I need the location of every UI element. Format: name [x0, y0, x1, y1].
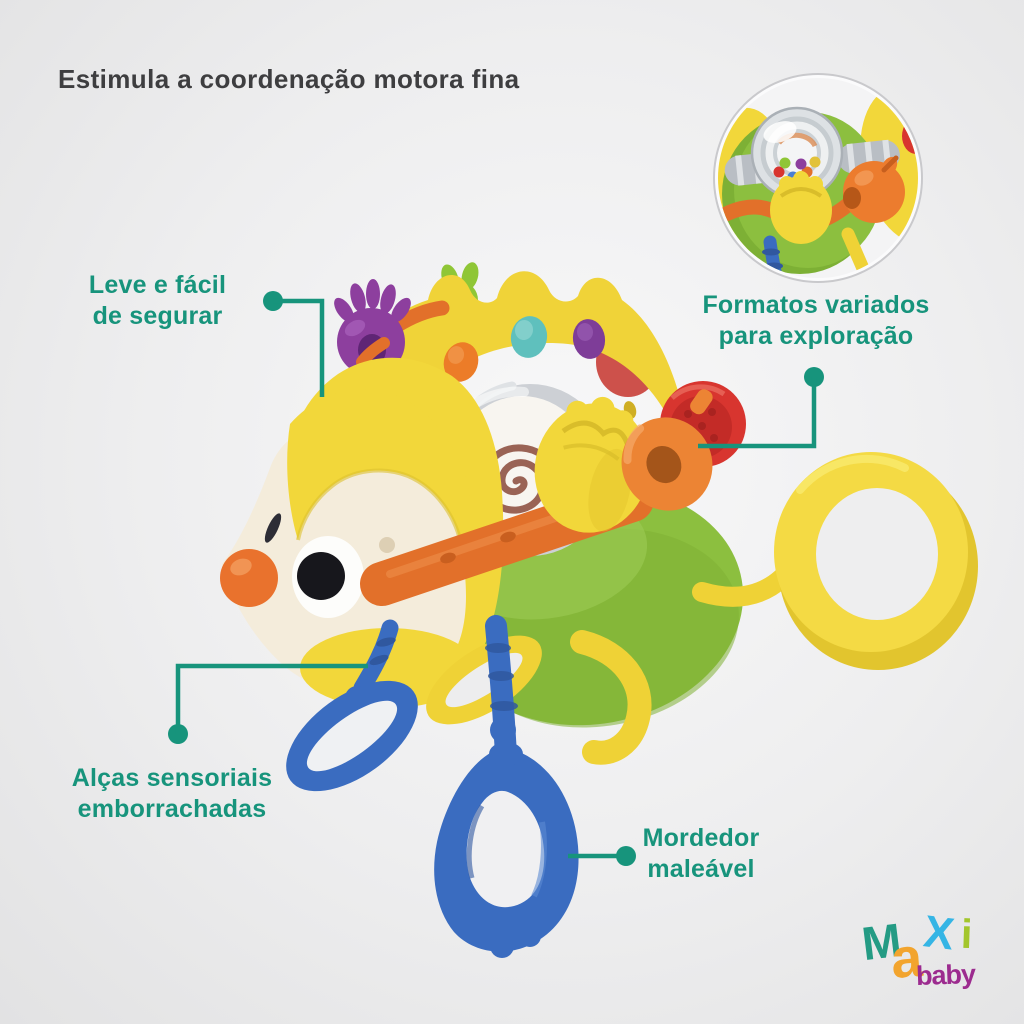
logo-letter-x: X — [921, 905, 958, 960]
callout-line-grip — [263, 291, 325, 397]
callout-line-handles — [168, 663, 368, 744]
logo-letter-i: i — [960, 910, 974, 958]
yellow-cord-curl — [570, 630, 652, 765]
inset-yellow-blob — [770, 171, 832, 244]
page-title: Estimula a coordenação motora fina — [58, 64, 520, 94]
yellow-ring-handle[interactable] — [692, 452, 978, 670]
callout-shapes-label: Formatos variados para exploração — [702, 291, 930, 350]
pupil — [297, 552, 345, 600]
hedgehog-head — [220, 388, 476, 708]
detail-zoom-inset — [713, 73, 923, 283]
callout-lines — [168, 291, 824, 866]
chin — [300, 628, 476, 708]
hair-fringe — [287, 388, 472, 548]
callout-grip-label: Leve e fácil de segurar — [88, 271, 227, 330]
blue-leaf-handle[interactable] — [267, 619, 437, 813]
brand-logo: M a X i baby — [859, 905, 996, 996]
callout-line-teether — [568, 846, 636, 866]
blue-teether-ring[interactable] — [434, 615, 579, 958]
toy-illustration — [220, 262, 978, 958]
callout-line-shapes — [698, 367, 824, 449]
callout-teether-label: Mordedor maleável — [642, 824, 760, 883]
inset-blue-cord — [763, 235, 784, 278]
yellow-blob-bead — [534, 396, 650, 533]
callout-handles-label: Alças sensoriais emborrachadas — [71, 764, 273, 823]
logo-word-baby: baby — [915, 958, 976, 992]
eyebrow — [264, 513, 282, 543]
inset-orange-bead — [843, 155, 905, 223]
nose — [220, 549, 278, 607]
orange-ring-teether[interactable] — [605, 387, 729, 527]
